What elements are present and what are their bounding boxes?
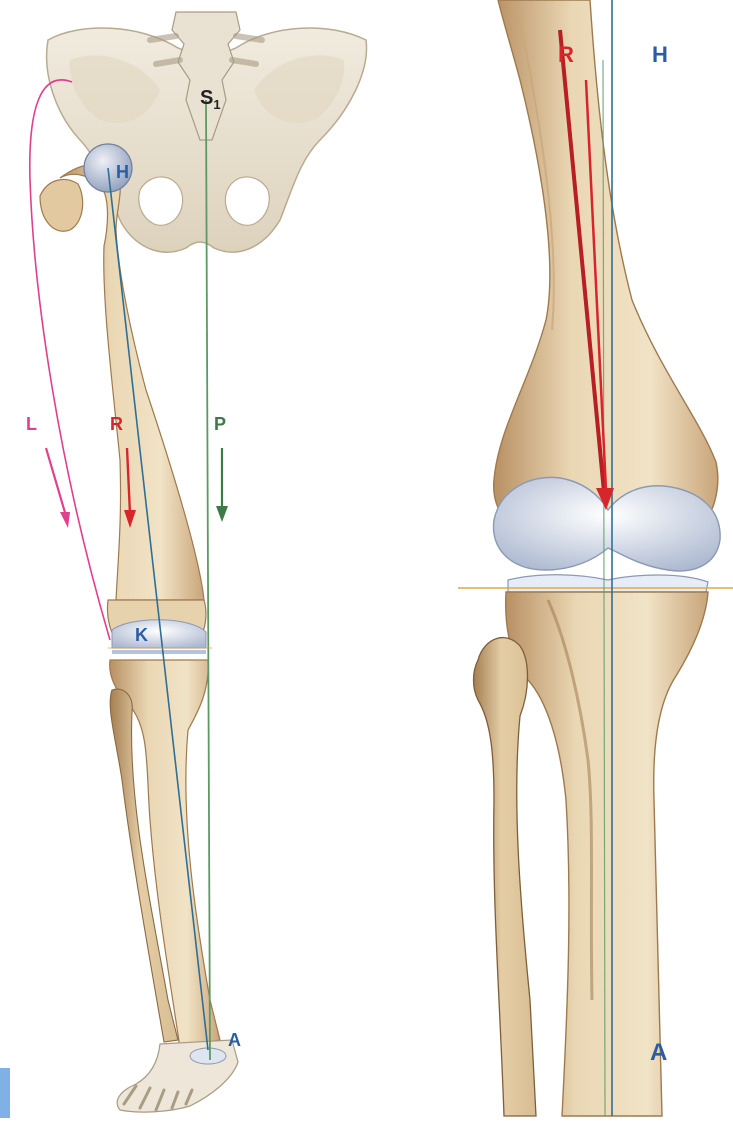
knee-label: K (135, 625, 148, 645)
load-line-label: L (26, 414, 37, 434)
detail-tibial-cartilage (508, 575, 708, 592)
side-tab-marker (0, 1068, 10, 1118)
detail-resultant-label: R (558, 42, 574, 67)
load-arrow (46, 448, 70, 528)
ankle-label: A (228, 1030, 241, 1050)
full-leg-view: S1 H K A L R P (26, 12, 367, 1112)
plumb-label: P (214, 414, 226, 434)
detail-ankle-label: A (650, 1039, 667, 1066)
knee-detail-view: R H A (458, 0, 733, 1116)
detail-hip-label: H (652, 42, 668, 67)
resultant-label: R (110, 414, 123, 434)
detail-fibula (474, 638, 537, 1116)
detail-tibia (506, 592, 708, 1116)
plumb-arrow (216, 448, 228, 522)
foot-bones (117, 1040, 238, 1112)
lower-leg-bones (110, 660, 220, 1048)
hip-label: H (116, 162, 129, 182)
detail-femur (494, 0, 718, 528)
